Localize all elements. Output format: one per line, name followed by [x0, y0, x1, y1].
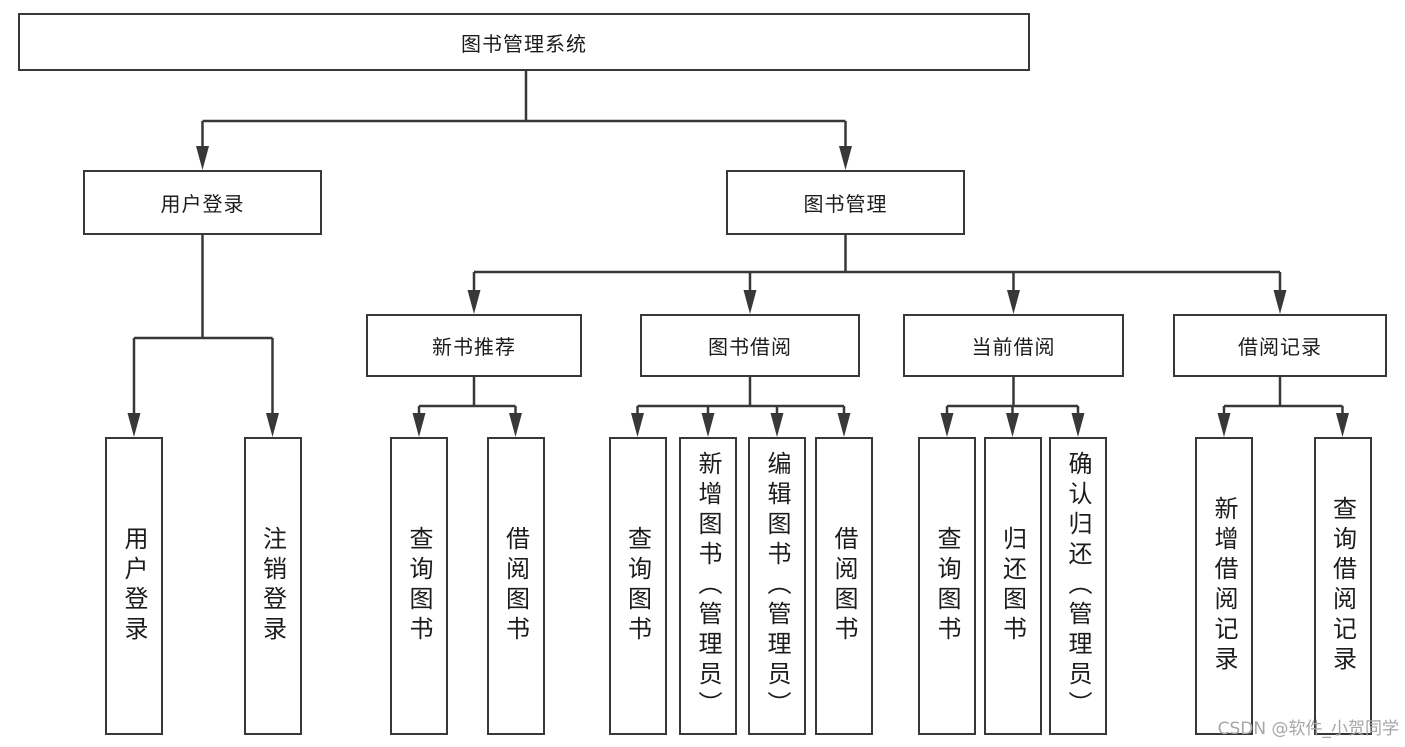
leaf-add-books-admin: 新增图书（管理员） [679, 437, 737, 735]
leaf-user-login: 用户登录 [105, 437, 163, 735]
leaf-query-borrow-record: 查询借阅记录 [1313, 437, 1372, 735]
box-book-borrow: 图书借阅 [640, 314, 860, 377]
box-user-login: 用户登录 [83, 170, 322, 235]
leaf-borrow-books-2: 借阅图书 [815, 437, 873, 735]
box-book-management: 图书管理 [726, 170, 965, 235]
leaf-confirm-return-admin: 确认归还（管理员） [1049, 437, 1107, 735]
box-borrow-records: 借阅记录 [1173, 314, 1387, 377]
leaf-query-books-2: 查询图书 [608, 437, 667, 735]
leaf-query-books-3: 查询图书 [918, 437, 976, 735]
leaf-query-books: 查询图书 [390, 437, 448, 735]
leaf-borrow-books: 借阅图书 [486, 437, 545, 735]
box-current-borrow: 当前借阅 [903, 314, 1124, 377]
leaf-return-books: 归还图书 [983, 437, 1042, 735]
leaf-edit-books-admin: 编辑图书（管理员） [748, 437, 806, 735]
box-new-book-recommend: 新书推荐 [366, 314, 582, 377]
csdn-watermark: CSDN @软件_小贺同学 [1217, 719, 1399, 739]
leaf-add-borrow-record: 新增借阅记录 [1195, 437, 1253, 735]
leaf-logout-login: 注销登录 [243, 437, 302, 735]
box-library-management-system: 图书管理系统 [18, 13, 1030, 71]
